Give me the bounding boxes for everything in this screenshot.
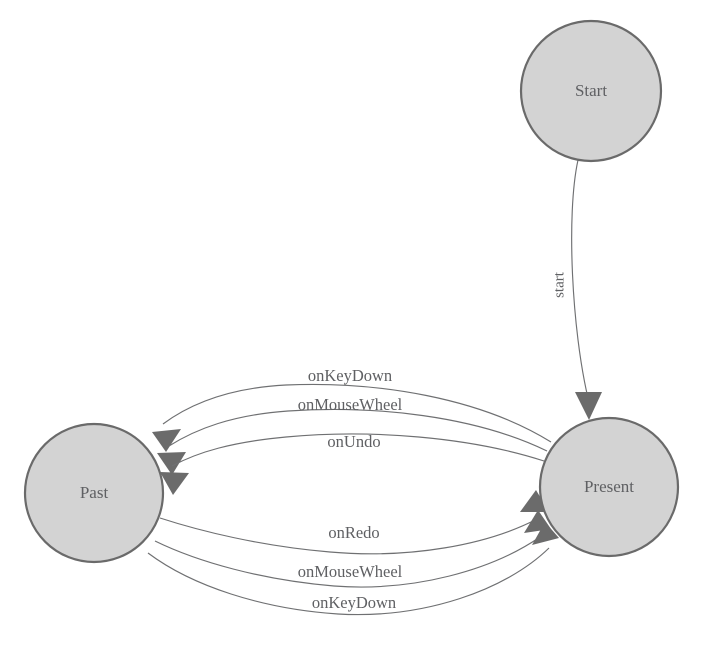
edge-past-to-present-onredo[interactable]: onRedo [159, 490, 549, 555]
edge-label-present-past-wheel: onMouseWheel [298, 395, 403, 414]
arrowhead-present-past-key [152, 429, 181, 452]
edge-present-to-past-onmousewheel[interactable]: onMouseWheel [157, 395, 548, 475]
node-present-label: Present [584, 477, 634, 496]
edge-label-present-past-undo: onUndo [327, 432, 380, 451]
edge-past-to-present-onmousewheel[interactable]: onMouseWheel [154, 510, 551, 588]
edge-label-past-present-redo: onRedo [328, 523, 379, 542]
edge-start-to-present[interactable]: start [551, 159, 602, 420]
edge-path-past-present-redo [159, 517, 538, 555]
edge-label-present-past-key: onKeyDown [308, 366, 392, 385]
edge-path-present-past-undo [171, 433, 545, 467]
edge-label-start: start [551, 271, 567, 298]
node-start[interactable]: Start [519, 19, 663, 163]
node-start-circle [519, 19, 663, 163]
arrowhead-present-past-wheel [157, 452, 186, 475]
node-past[interactable]: Past [23, 422, 165, 564]
node-present[interactable]: Present [538, 416, 680, 558]
node-start-label: Start [575, 81, 607, 100]
edge-path-start [571, 159, 589, 399]
edge-past-to-present-onkeydown[interactable]: onKeyDown [147, 522, 559, 616]
edge-present-to-past-onundo[interactable]: onUndo [160, 432, 545, 495]
edge-present-to-past-onkeydown[interactable]: onKeyDown [152, 366, 552, 452]
edge-label-past-present-wheel: onMouseWheel [298, 562, 403, 581]
edge-path-present-past-wheel [168, 408, 548, 452]
arrowhead-start [575, 392, 602, 420]
node-past-circle [23, 422, 165, 564]
node-present-circle [538, 416, 680, 558]
edge-label-past-present-key: onKeyDown [312, 593, 396, 612]
edge-path-present-past-key [162, 383, 552, 443]
edge-path-past-present-key [147, 547, 550, 616]
node-past-label: Past [80, 483, 109, 502]
arrowhead-past-present-key [532, 522, 559, 545]
edge-path-past-present-wheel [154, 536, 541, 588]
arrowhead-present-past-undo [160, 472, 189, 495]
